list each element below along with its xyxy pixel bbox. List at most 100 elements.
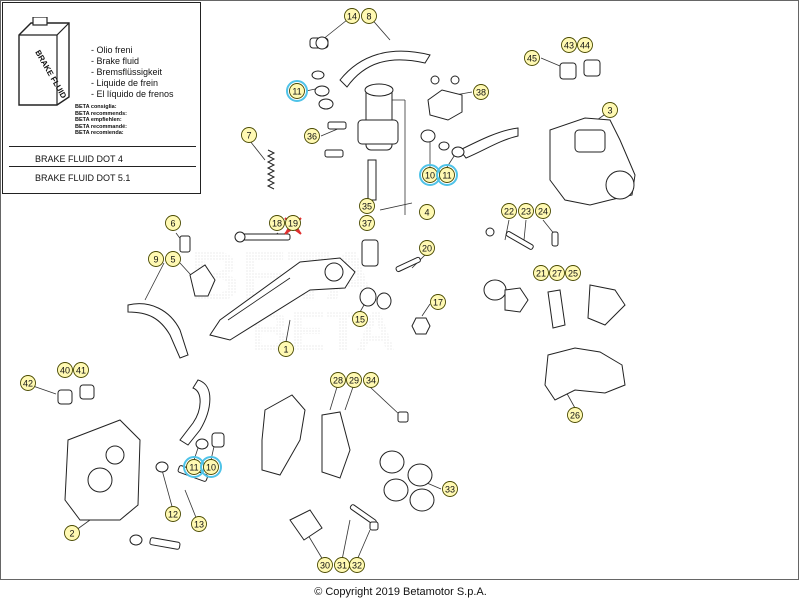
- callout-circle: [524, 50, 540, 66]
- recommend-list: BETA consiglia: BETA recommends: BETA em…: [75, 104, 127, 137]
- bleed-screws-45: [559, 59, 601, 80]
- callout-c17[interactable]: 17: [430, 294, 446, 310]
- callout-c30[interactable]: 30: [317, 557, 333, 573]
- fluid-name-de: - Bremsflüssigkeit: [91, 67, 163, 77]
- callout-circle: [346, 372, 362, 388]
- callout-c37[interactable]: 37: [359, 215, 375, 231]
- callout-c29[interactable]: 29: [346, 372, 362, 388]
- callout-c33[interactable]: 33: [442, 481, 458, 497]
- callout-c14[interactable]: 14: [344, 8, 360, 24]
- callout-c8[interactable]: 8: [361, 8, 377, 24]
- callout-c34[interactable]: 34: [363, 372, 379, 388]
- callout-c25[interactable]: 25: [565, 265, 581, 281]
- fluid-name-es: - El líquido de frenos: [91, 89, 174, 99]
- callout-c38[interactable]: 38: [473, 84, 489, 100]
- callout-c45[interactable]: 45: [524, 50, 540, 66]
- callout-c2[interactable]: 2: [64, 525, 80, 541]
- callout-circle: [561, 37, 577, 53]
- callout-circle: [148, 251, 164, 267]
- callout-c41[interactable]: 41: [73, 362, 89, 378]
- callout-c4[interactable]: 4: [419, 204, 435, 220]
- callout-circle: [565, 265, 581, 281]
- callout-c19[interactable]: 19: [285, 215, 301, 231]
- front-pistons-33: [379, 450, 435, 512]
- callout-c22[interactable]: 22: [501, 203, 517, 219]
- callout-label: 45: [527, 54, 537, 64]
- washers-bottom: [195, 432, 225, 450]
- callout-c26[interactable]: 26: [567, 407, 583, 423]
- callout-label: 14: [347, 12, 357, 22]
- callout-label: 15: [355, 315, 365, 325]
- callout-label: 43: [564, 41, 574, 51]
- exploded-parts-diagram: BETA BETA: [20, 8, 636, 573]
- callout-label: 29: [349, 376, 359, 386]
- callout-c3[interactable]: 3: [602, 102, 618, 118]
- callout-circle: [359, 215, 375, 231]
- divider: [9, 166, 196, 167]
- callout-c23[interactable]: 23: [518, 203, 534, 219]
- callout-label: 2: [69, 529, 74, 539]
- callout-c10b[interactable]: 10: [200, 456, 222, 478]
- callout-label: 11: [292, 87, 301, 97]
- callout-circle: [473, 84, 489, 100]
- callout-c40[interactable]: 40: [57, 362, 73, 378]
- callout-c35[interactable]: 35: [359, 198, 375, 214]
- washers-10-11-top: [420, 129, 465, 158]
- callout-circle: [317, 557, 333, 573]
- pins-22-23-24: [485, 227, 559, 250]
- callout-circle: [330, 372, 346, 388]
- fluid-name-fr: - Liquide de frein: [91, 78, 159, 88]
- copyright-notice: © Copyright 2019 Betamotor S.p.A.: [314, 586, 487, 598]
- callout-c11a[interactable]: 11: [286, 80, 308, 102]
- callout-c7[interactable]: 7: [241, 127, 257, 143]
- callout-circle: [602, 102, 618, 118]
- callout-c24[interactable]: 24: [535, 203, 551, 219]
- callout-circle: [419, 204, 435, 220]
- callout-c27[interactable]: 27: [549, 265, 565, 281]
- bolt-6: [179, 235, 191, 253]
- callout-label: 23: [521, 207, 531, 217]
- callout-c11b[interactable]: 11: [436, 164, 458, 186]
- fluid-name-list: - Olio freni - Brake fluid - Bremsflüssi…: [91, 45, 174, 100]
- callout-c18[interactable]: 18: [269, 215, 285, 231]
- callout-c31[interactable]: 31: [334, 557, 350, 573]
- rear-caliper: [549, 117, 636, 206]
- callout-c20[interactable]: 20: [419, 240, 435, 256]
- callout-c21[interactable]: 21: [533, 265, 549, 281]
- nut-17: [411, 317, 431, 335]
- callout-c9[interactable]: 9: [148, 251, 164, 267]
- reservoir-cap-38: [427, 75, 463, 121]
- callout-c44[interactable]: 44: [577, 37, 593, 53]
- callout-c5[interactable]: 5: [165, 251, 181, 267]
- recommend-it: BETA consiglia:: [75, 104, 117, 110]
- callout-label: 33: [445, 485, 455, 495]
- pin-20: [395, 256, 421, 273]
- callout-circle: [165, 506, 181, 522]
- callout-c12[interactable]: 12: [165, 506, 181, 522]
- return-spring: [266, 149, 276, 190]
- callout-circle: [304, 128, 320, 144]
- callout-c43[interactable]: 43: [561, 37, 577, 53]
- callout-circle: [430, 294, 446, 310]
- callout-c28[interactable]: 28: [330, 372, 346, 388]
- banjo-fitting-14: [309, 36, 329, 50]
- callout-highlight-ring: [200, 456, 222, 478]
- callout-label: 22: [504, 207, 514, 217]
- callout-c32[interactable]: 32: [349, 557, 365, 573]
- callout-c36[interactable]: 36: [304, 128, 320, 144]
- callout-c15[interactable]: 15: [352, 311, 368, 327]
- spec-dot4: BRAKE FLUID DOT 4: [35, 154, 123, 164]
- callout-circle: [442, 481, 458, 497]
- callout-c42[interactable]: 42: [20, 375, 36, 391]
- callout-highlight-ring: [286, 80, 308, 102]
- callout-label: 13: [194, 520, 204, 530]
- callout-label: 27: [552, 269, 562, 279]
- callout-c1[interactable]: 1: [278, 341, 294, 357]
- callout-label: 40: [60, 366, 70, 376]
- recommend-fr: BETA recommandé:: [75, 123, 127, 130]
- callout-c6[interactable]: 6: [165, 215, 181, 231]
- callout-label: 7: [246, 131, 251, 141]
- callout-c13[interactable]: 13: [191, 516, 207, 532]
- pistons-21: [483, 279, 529, 313]
